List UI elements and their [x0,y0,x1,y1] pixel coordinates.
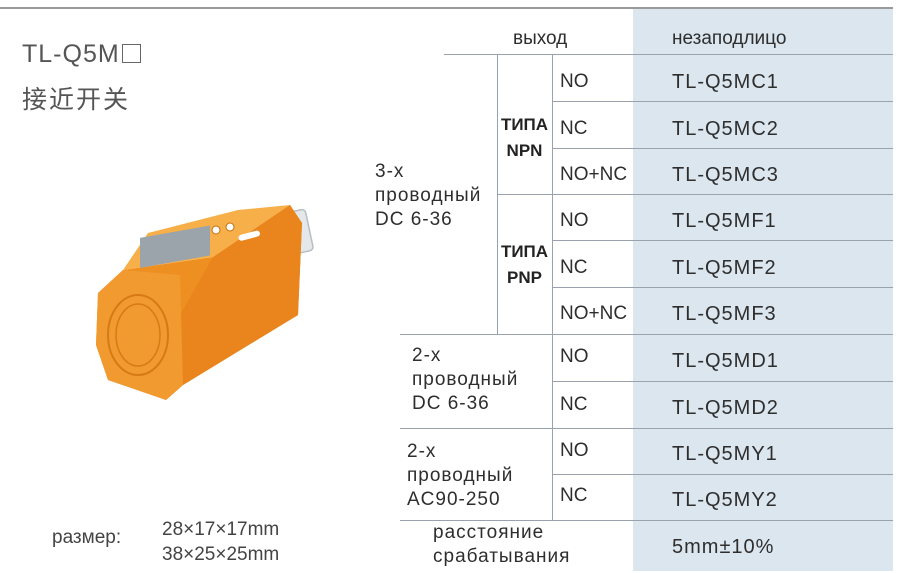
output-cell: NC [560,394,588,415]
distance-value: 5mm±10% [672,536,775,558]
header-mount: незаподлицо [672,28,787,49]
output-cell: NO [560,71,589,92]
row-rule [552,474,893,475]
output-cell: NC [560,118,588,139]
header-output: выход [513,28,568,49]
row-rule [400,428,893,429]
header-rule [444,54,893,55]
sensor-image [96,205,314,400]
output-cell: NO+NC [560,303,628,324]
row-rule [497,194,893,195]
row-rule [552,101,893,102]
size-small: 28×17×17mm [162,519,280,540]
placeholder-square [121,44,141,63]
model-cell: TL-Q5MC1 [672,71,779,93]
size-label: размер: [52,527,122,548]
output-cell: NO [560,346,589,367]
row-rule [400,520,893,521]
top-rule [0,7,893,9]
output-cell: NC [560,485,588,506]
output-cell: NC [560,257,588,278]
output-cell: NO+NC [560,164,628,185]
model-cell: TL-Q5MC3 [672,164,779,186]
row-rule [552,148,893,149]
row-rule [552,240,893,241]
model-cell: TL-Q5MY2 [672,489,778,511]
model-cell: TL-Q5MD1 [672,350,779,372]
product-subtitle: 接近开关 [22,85,131,114]
output-cell: NO [560,210,589,231]
row-rule [552,287,893,288]
model-cell: TL-Q5MF3 [672,303,777,325]
row-rule [400,334,893,335]
model-cell: TL-Q5MF1 [672,210,777,232]
col-rule [497,54,498,334]
product-title: TL-Q5M [22,40,141,69]
model-cell: TL-Q5MC2 [672,118,779,140]
model-cell: TL-Q5MY1 [672,443,778,465]
model-column-bg [633,9,893,571]
model-cell: TL-Q5MF2 [672,257,777,279]
col-rule [552,54,553,520]
model-cell: TL-Q5MD2 [672,397,779,419]
row-rule [552,381,893,382]
size-large: 38×25×25mm [162,544,280,565]
output-cell: NO [560,440,589,461]
